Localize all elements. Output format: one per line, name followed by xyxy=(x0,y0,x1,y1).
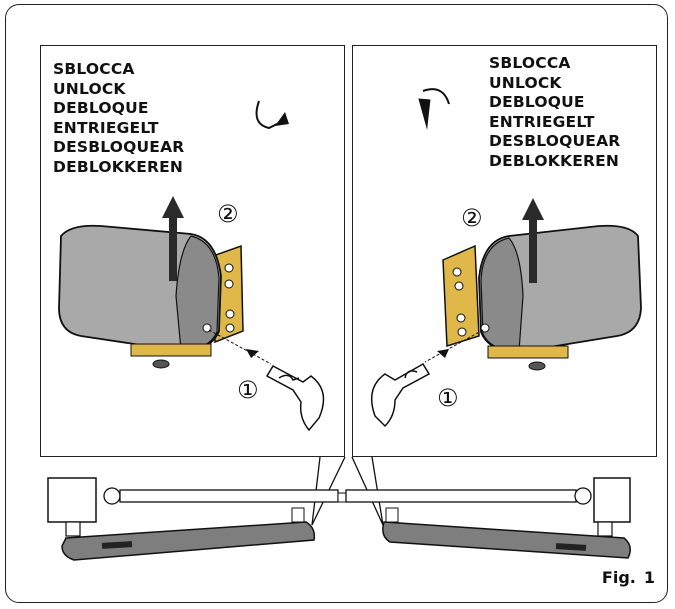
figure-frame xyxy=(5,4,668,603)
left-gate-post xyxy=(47,477,97,523)
rotate-arrowhead-icon xyxy=(418,98,431,130)
bracket-hole xyxy=(224,279,234,289)
rotate-counterclockwise-icon xyxy=(422,88,450,105)
right-actuator xyxy=(382,521,631,559)
label-desbloquear: DESBLOQUEAR xyxy=(489,132,621,150)
key-path xyxy=(208,329,272,365)
lift-arrow-shaft xyxy=(169,216,177,281)
label-sblocca: SBLOCCA xyxy=(53,60,135,78)
right-actuator-logo xyxy=(555,543,587,551)
bracket-hole xyxy=(452,267,462,277)
insert-arrow-icon xyxy=(246,349,259,358)
right-gate-post xyxy=(593,477,631,523)
left-unlock-labels: SBLOCCA UNLOCK DEBLOQUE ENTRIEGELT DESBL… xyxy=(53,60,184,177)
left-step-1: ① xyxy=(237,376,259,404)
unlock-key xyxy=(265,365,325,432)
label-debloque: DEBLOQUE xyxy=(489,93,585,111)
figure-number: 1 xyxy=(643,568,655,587)
label-desbloquear: DESBLOQUEAR xyxy=(53,138,185,156)
bracket-hole xyxy=(225,309,235,319)
rotate-arrowhead-icon xyxy=(275,112,289,126)
label-debloque: DEBLOQUE xyxy=(53,99,149,117)
rotate-clockwise-icon xyxy=(255,100,282,130)
label-unlock: UNLOCK xyxy=(53,79,126,98)
left-actuator xyxy=(61,521,316,561)
bracket-hole xyxy=(457,327,467,337)
right-gate-hinge xyxy=(574,487,592,505)
label-unlock: UNLOCK xyxy=(489,73,562,92)
left-actuator-logo xyxy=(101,541,133,549)
left-gate-leaf xyxy=(119,489,339,503)
left-gate-hinge xyxy=(103,487,121,505)
left-motor-illustration xyxy=(58,100,325,432)
right-step-1: ① xyxy=(437,384,459,412)
key-turn-icon xyxy=(278,374,300,381)
motor-foot xyxy=(528,361,546,371)
unlock-key xyxy=(370,362,431,428)
key-path xyxy=(424,329,484,363)
left-detail-panel: SBLOCCA UNLOCK DEBLOQUE ENTRIEGELT DESBL… xyxy=(40,45,345,457)
motor-base xyxy=(130,343,212,357)
lift-arrow-icon xyxy=(162,196,184,218)
left-post-bracket xyxy=(65,521,81,537)
motor-base xyxy=(487,345,569,359)
bracket-hole xyxy=(454,281,464,291)
right-motor-illustration xyxy=(370,88,642,428)
lift-arrow-icon xyxy=(522,198,544,220)
figure-caption: Fig. 1 xyxy=(602,568,655,587)
label-entriegelt: ENTRIEGELT xyxy=(53,118,159,137)
bracket-hole xyxy=(224,263,234,273)
right-post-bracket xyxy=(597,521,613,537)
right-actuator-mount xyxy=(385,507,399,523)
label-deblokkeren: DEBLOKKEREN xyxy=(53,157,184,176)
insert-arrow-icon xyxy=(437,349,449,358)
right-detail-panel: SBLOCCA UNLOCK DEBLOQUE ENTRIEGELT DESBL… xyxy=(352,45,657,457)
right-unlock-labels: SBLOCCA UNLOCK DEBLOQUE ENTRIEGELT DESBL… xyxy=(489,54,620,171)
label-deblokkeren: DEBLOKKEREN xyxy=(489,151,620,170)
label-entriegelt: ENTRIEGELT xyxy=(489,112,595,131)
lift-arrow-shaft xyxy=(529,218,537,283)
motor-foot xyxy=(152,359,170,369)
right-gate-leaf xyxy=(345,489,577,503)
label-sblocca: SBLOCCA xyxy=(489,54,571,72)
key-turn-icon xyxy=(404,370,418,379)
bracket-hole xyxy=(225,323,235,333)
mounting-bracket xyxy=(442,244,480,348)
left-step-2: ② xyxy=(217,200,239,228)
bracket-hole xyxy=(456,313,466,323)
right-step-2: ② xyxy=(461,204,483,232)
figure-prefix: Fig. xyxy=(601,568,636,587)
gate-center-joint xyxy=(337,492,347,503)
left-actuator-mount xyxy=(291,507,305,523)
